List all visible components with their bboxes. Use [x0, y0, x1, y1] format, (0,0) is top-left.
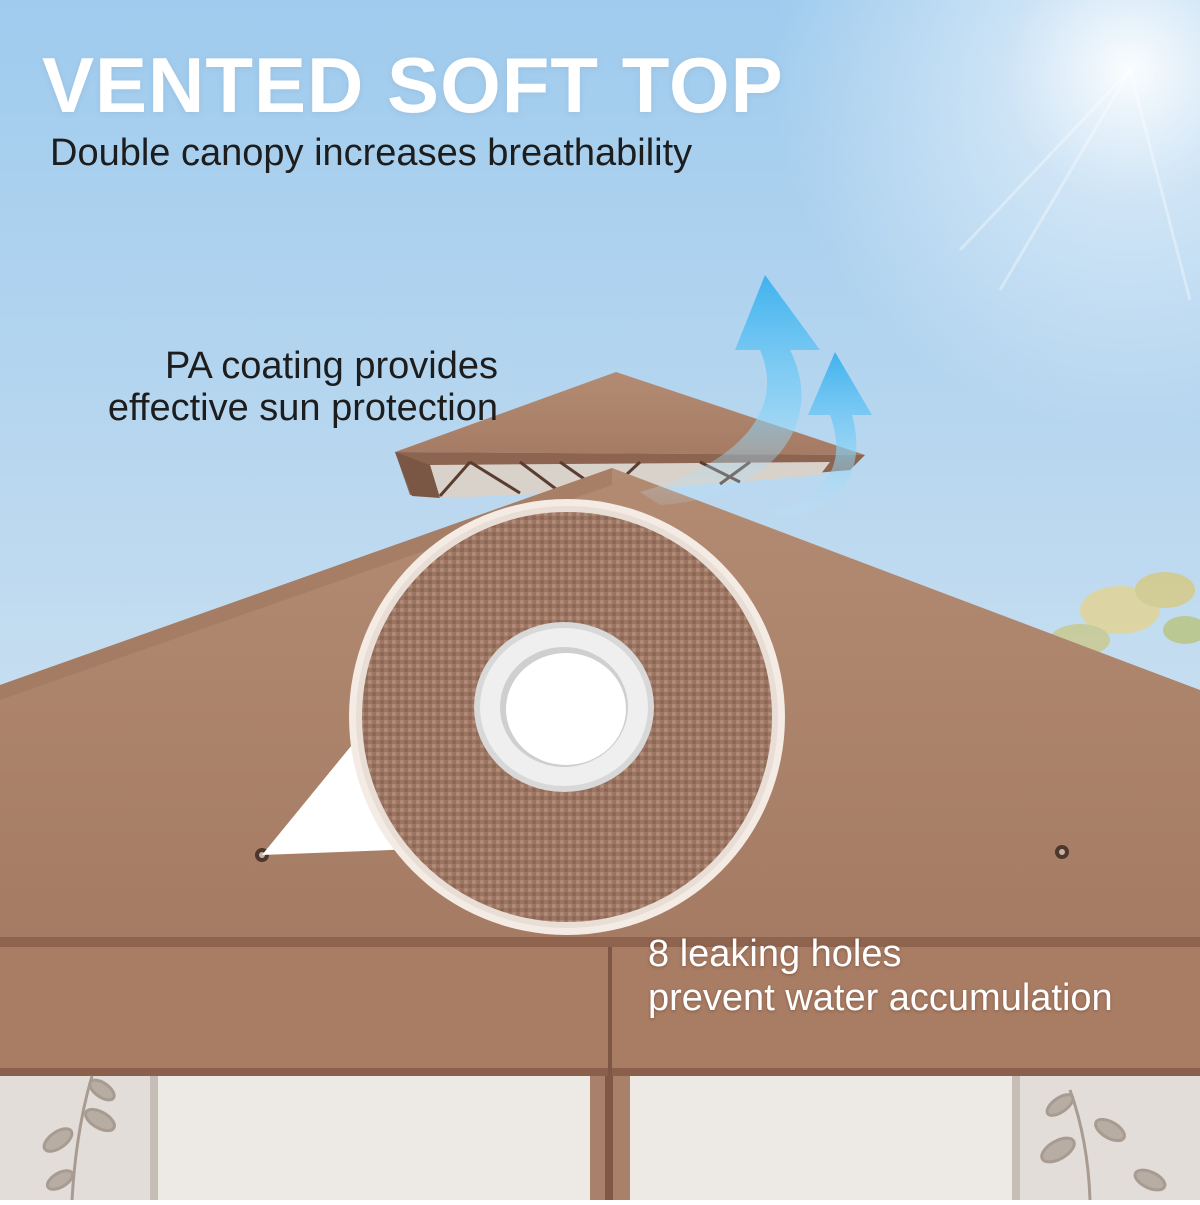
canopy-valance	[0, 937, 1200, 1077]
airflow-arrow-icon	[640, 275, 820, 505]
leaking-holes-line-1: 8 leaking holes	[648, 933, 902, 975]
airflow-arrows	[640, 275, 872, 518]
leaking-holes-callout: 8 leaking holes prevent water accumulati…	[648, 932, 1113, 1020]
mesh-sidewall	[0, 1075, 1200, 1201]
pa-coating-line-1: PA coating provides	[164, 345, 498, 387]
fabric-zoom-circle	[349, 499, 785, 935]
leaking-holes-line-2: prevent water accumulation	[648, 977, 1113, 1019]
page-title: VENTED SOFT TOP	[42, 41, 784, 129]
drain-grommet-icon	[474, 622, 654, 792]
page-subtitle: Double canopy increases breathability	[50, 132, 693, 174]
sun-rays	[958, 68, 1192, 301]
pa-coating-line-2: effective sun protection	[107, 387, 498, 429]
airflow-arrow-icon	[770, 352, 872, 518]
pa-coating-callout: PA coating provides effective sun protec…	[108, 345, 498, 429]
